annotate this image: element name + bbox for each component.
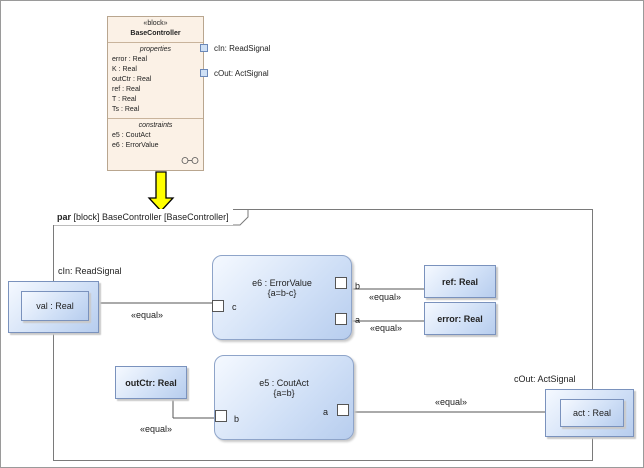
parametric-frame — [53, 209, 593, 461]
yellow-arrow-shape — [147, 171, 175, 212]
outctr-property[interactable]: outCtr: Real — [115, 366, 187, 399]
base-controller-block[interactable]: «block» BaseController properties error … — [107, 16, 204, 171]
e5-expression: {a=b} — [273, 388, 295, 398]
e6-pin-b-label: b — [355, 281, 361, 291]
e6-pin-a[interactable] — [335, 313, 347, 325]
refinement-arrow — [147, 171, 175, 212]
frame-title: par [block] BaseController [BaseControll… — [53, 209, 233, 225]
block-name: BaseController — [130, 30, 181, 37]
constraint-item: e5 : CoutAct — [112, 132, 151, 139]
e5-constraint-block[interactable]: e5 : CoutAct {a=b} — [214, 355, 354, 440]
e6-name: e6 : ErrorValue — [252, 278, 312, 288]
e6-pin-a-label: a — [355, 315, 361, 325]
block-divider — [108, 118, 203, 119]
e6-pin-c[interactable] — [212, 300, 224, 312]
equal-label: «equal» — [131, 310, 164, 320]
e6-constraint-block[interactable]: e6 : ErrorValue {a=b-c} — [212, 255, 352, 340]
properties-title: properties — [139, 46, 172, 53]
e5-name: e5 : CoutAct — [259, 378, 309, 388]
cin-port[interactable] — [200, 44, 208, 52]
equal-label: «equal» — [369, 292, 402, 302]
e5-pin-b-label: b — [234, 414, 240, 424]
property-item: K : Real — [112, 66, 137, 73]
e6-pin-b[interactable] — [335, 277, 347, 289]
e5-pin-a[interactable] — [337, 404, 349, 416]
equal-label: «equal» — [140, 424, 173, 434]
frame-title-text: [block] BaseController [BaseController] — [71, 212, 229, 222]
cout-label: cOut: ActSignal — [514, 374, 576, 384]
equal-label: «equal» — [435, 397, 468, 407]
constraints-title: constraints — [138, 122, 173, 129]
cout-port-label: cOut: ActSignal — [214, 69, 269, 78]
error-property[interactable]: error: Real — [424, 302, 496, 335]
val-property[interactable]: val : Real — [21, 291, 89, 321]
e5-pin-b[interactable] — [215, 410, 227, 422]
e5-pin-a-label: a — [323, 407, 329, 417]
e6-pin-c-label: c — [232, 302, 237, 312]
frame-kind: par — [57, 212, 72, 222]
property-item: ref : Real — [112, 86, 141, 93]
constraint-item: e6 : ErrorValue — [112, 142, 159, 149]
property-item: error : Real — [112, 56, 148, 63]
cout-port[interactable] — [200, 69, 208, 77]
cin-port-label: cIn: ReadSignal — [214, 44, 271, 53]
cin-label: cIn: ReadSignal — [58, 266, 122, 276]
block-divider — [108, 42, 203, 43]
property-item: T : Real — [112, 96, 137, 103]
frame-title-notch — [53, 209, 249, 226]
e6-expression: {a=b-c} — [267, 288, 297, 298]
ref-property[interactable]: ref: Real — [424, 265, 496, 298]
property-item: Ts : Real — [112, 106, 140, 113]
act-property[interactable]: act : Real — [560, 399, 624, 427]
equal-label: «equal» — [370, 323, 403, 333]
constraint-link-icon — [181, 157, 199, 164]
block-stereotype: «block» — [143, 20, 168, 27]
property-item: outCtr : Real — [112, 76, 152, 83]
